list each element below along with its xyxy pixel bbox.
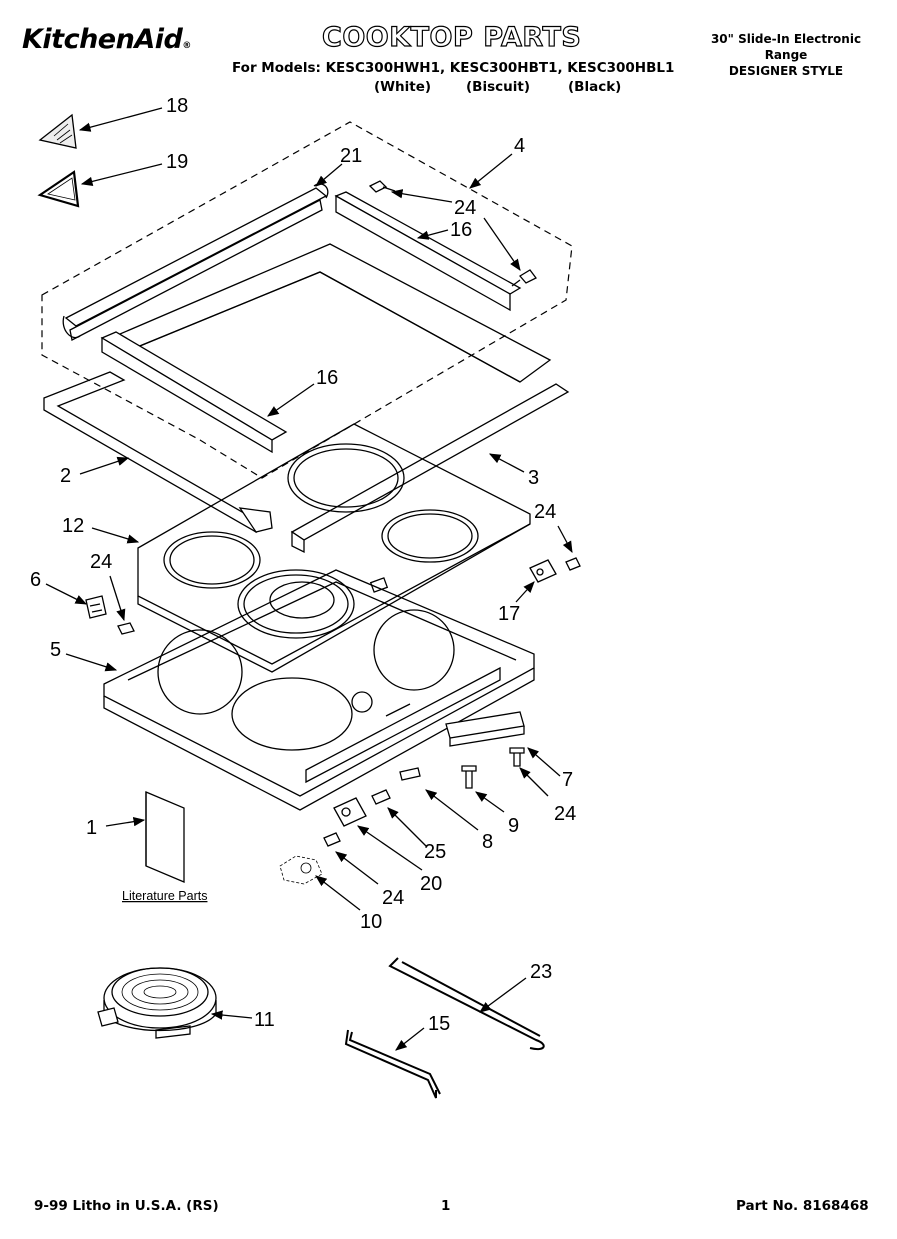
callout-4: 4	[514, 135, 525, 157]
part-17-bracket	[529, 557, 581, 583]
callout-3: 3	[528, 467, 539, 489]
callout-9: 9	[508, 815, 519, 837]
callout-23: 23	[530, 961, 552, 983]
callout-11: 11	[254, 1009, 275, 1031]
assembly-boundary	[41, 121, 573, 479]
callout-24-right-top: 24	[534, 501, 556, 523]
part-21-rail	[62, 183, 329, 341]
part-16-front-bar	[100, 331, 288, 454]
models-line: For Models: KESC300HWH1, KESC300HBT1, KE…	[232, 60, 675, 76]
screw-24-top-left	[368, 180, 396, 193]
part-6-clip	[85, 595, 107, 619]
footer-page-number: 1	[441, 1198, 451, 1214]
screw-24-lower	[323, 832, 341, 847]
callout-16-front: 16	[316, 367, 338, 389]
callout-7: 7	[562, 769, 573, 791]
part-3-front-strip	[290, 383, 570, 554]
page-title: COOKTOP PARTS	[321, 21, 582, 53]
callout-20: 20	[420, 873, 442, 895]
callout-2: 2	[60, 465, 71, 487]
part-12-glass-cooktop	[137, 423, 531, 673]
callout-17: 17	[498, 603, 520, 625]
part-7-bracket	[445, 711, 525, 747]
leader-lines	[45, 107, 573, 1051]
footer-part-number: Part No. 8168468	[736, 1198, 869, 1214]
callout-24-left: 24	[90, 551, 112, 573]
product-line1: 30" Slide-In Electronic	[710, 32, 862, 46]
product-line3: DESIGNER STYLE	[728, 64, 844, 78]
part-5-support-frame	[103, 569, 535, 811]
callout-10: 10	[360, 911, 382, 933]
brand-mark: ®	[182, 41, 191, 51]
part-9-screw	[461, 765, 477, 789]
part-8-block	[399, 767, 421, 781]
callout-24-right-low: 24	[554, 803, 576, 825]
part-1-literature	[145, 791, 185, 883]
part-20-bracket	[333, 797, 367, 827]
callout-19: 19	[166, 151, 188, 173]
callout-16-rear: 16	[450, 219, 472, 241]
brand-name: KitchenAid	[22, 24, 183, 55]
callout-25: 25	[424, 841, 446, 863]
part-19-trim	[37, 170, 80, 208]
part-23-rod	[388, 957, 545, 1050]
callout-24-lower: 24	[382, 887, 404, 909]
part-16-rear-bracket	[334, 191, 522, 312]
color-biscuit: (Biscuit)	[466, 79, 530, 95]
part-11-heating-element	[97, 967, 217, 1039]
part-15-rod	[344, 1029, 441, 1099]
screw-24-right	[509, 747, 525, 767]
callout-8: 8	[482, 831, 493, 853]
callout-15: 15	[428, 1013, 450, 1035]
screw-24-left	[117, 622, 135, 635]
part-18-badge	[38, 113, 77, 149]
callout-numbers: 18 19 21 4 24 16 16 2 3 12 24 6 24 17 5 …	[30, 95, 576, 1035]
color-white: (White)	[374, 79, 432, 95]
part-10-sensor	[279, 855, 323, 885]
part-25-screw	[371, 789, 391, 805]
callout-24-top: 24	[454, 197, 476, 219]
callout-21: 21	[340, 145, 362, 167]
footer-litho: 9-99 Litho in U.S.A. (RS)	[34, 1198, 219, 1214]
callout-6: 6	[30, 569, 41, 591]
callout-18: 18	[166, 95, 188, 117]
callout-12: 12	[62, 515, 84, 537]
brand-logo: KitchenAid®	[22, 24, 191, 55]
color-black: (Black)	[568, 79, 622, 95]
callout-1: 1	[86, 817, 97, 839]
product-line2: Range	[764, 48, 808, 62]
literature-parts-label: Literature Parts	[122, 889, 207, 903]
part-2-side-frame	[43, 371, 273, 534]
callout-5: 5	[50, 639, 61, 661]
screw-24-top-right	[511, 269, 537, 287]
